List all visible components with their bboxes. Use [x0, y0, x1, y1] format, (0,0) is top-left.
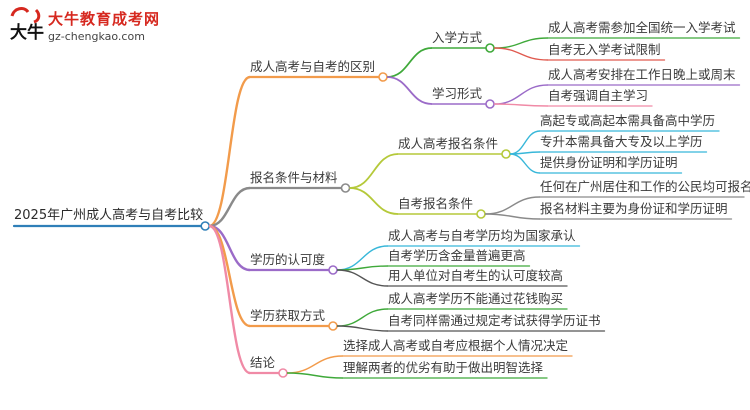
collapse-toggle-icon[interactable] [340, 183, 351, 193]
connector-curve [336, 308, 389, 327]
root-topic: 2025年广州成人高考与自考比较 [14, 208, 204, 223]
connector-curve [493, 37, 549, 49]
subtopic: 入学方式 [432, 30, 483, 45]
connector-curve [493, 47, 549, 61]
connector-curve [336, 325, 389, 332]
leaf-topic: 用人单位对自考生的认可度较高 [388, 268, 564, 283]
connector-curve [349, 187, 399, 215]
subtopic: 成人高考报名条件 [398, 136, 499, 151]
collapse-toggle-icon[interactable] [501, 149, 511, 159]
connector-curve [386, 76, 433, 105]
connector-curve [208, 224, 251, 328]
connector-curve [336, 269, 389, 287]
leaf-topic: 自考强调自主学习 [548, 88, 649, 103]
branch-topic: 报名条件与材料 [250, 170, 338, 185]
connector-curve [484, 213, 541, 220]
collapse-toggle-icon[interactable] [476, 209, 486, 219]
collapse-toggle-icon[interactable] [485, 43, 495, 53]
logo-title: 大牛教育成考网 [48, 10, 161, 28]
collapse-toggle-icon[interactable] [328, 321, 338, 331]
leaf-topic: 高起专或高起本需具备高中学历 [540, 113, 716, 128]
connector-curve [509, 130, 541, 155]
leaf-topic: 成人高考学历不能通过花钱购买 [388, 291, 564, 306]
leaf-topic: 专升本需具备大专及以上学历 [540, 134, 703, 149]
branch-topic: 学历获取方式 [250, 308, 326, 323]
collapse-toggle-icon[interactable] [328, 265, 338, 275]
bull-logo-icon: 大牛 [10, 7, 44, 43]
collapse-toggle-icon[interactable] [278, 368, 288, 378]
leaf-topic: 成人高考需参加全国统一入学考试 [548, 20, 736, 35]
leaf-topic: 自考同样需通过规定考试获得学历证书 [388, 313, 601, 328]
connector-curve [209, 186, 251, 228]
logo-mark-text: 大牛 [10, 22, 44, 43]
connector-curve [349, 153, 399, 189]
leaf-topic: 自考无入学考试限制 [548, 42, 661, 57]
subtopic: 自考报名条件 [398, 196, 474, 211]
leaf-topic: 选择成人高考或自考应根据个人情况决定 [343, 338, 569, 353]
connector-curve [386, 47, 433, 78]
branch-topic: 学历的认可度 [250, 252, 326, 267]
leaf-topic: 提供身份证明和学历证明 [540, 155, 678, 170]
leaf-topic: 成人高考安排在工作日晚上或周末 [548, 67, 736, 82]
leaf-topic: 报名材料主要为身份证和学历证明 [540, 201, 728, 216]
connector-curve [509, 153, 541, 174]
connector-curve [493, 103, 549, 107]
site-logo[interactable]: 大牛 大牛教育成考网 gz-chengkao.com [6, 4, 176, 48]
connector-curve [493, 84, 549, 105]
subtopic: 学习形式 [432, 86, 483, 101]
connector-curve [286, 372, 344, 379]
leaf-topic: 理解两者的优劣有助于做出明智选择 [343, 360, 544, 375]
connector-curve [286, 355, 344, 374]
leaf-topic: 成人高考与自考学历均为国家承认 [388, 228, 576, 243]
collapse-toggle-icon[interactable] [485, 99, 495, 109]
connector-curve [336, 265, 389, 271]
collapse-toggle-icon[interactable] [378, 72, 388, 82]
connector-curve [208, 75, 251, 228]
leaf-topic: 自考学历含金量普遍更高 [388, 248, 526, 263]
logo-url: gz-chengkao.com [48, 30, 145, 43]
branch-topic: 成人高考与自考的区别 [250, 59, 376, 74]
leaf-topic: 任何在广州居住和工作的公民均可报名 [540, 179, 750, 194]
connector-curve [484, 196, 541, 215]
branch-topic: 结论 [250, 355, 276, 370]
connector-curve [208, 224, 251, 375]
